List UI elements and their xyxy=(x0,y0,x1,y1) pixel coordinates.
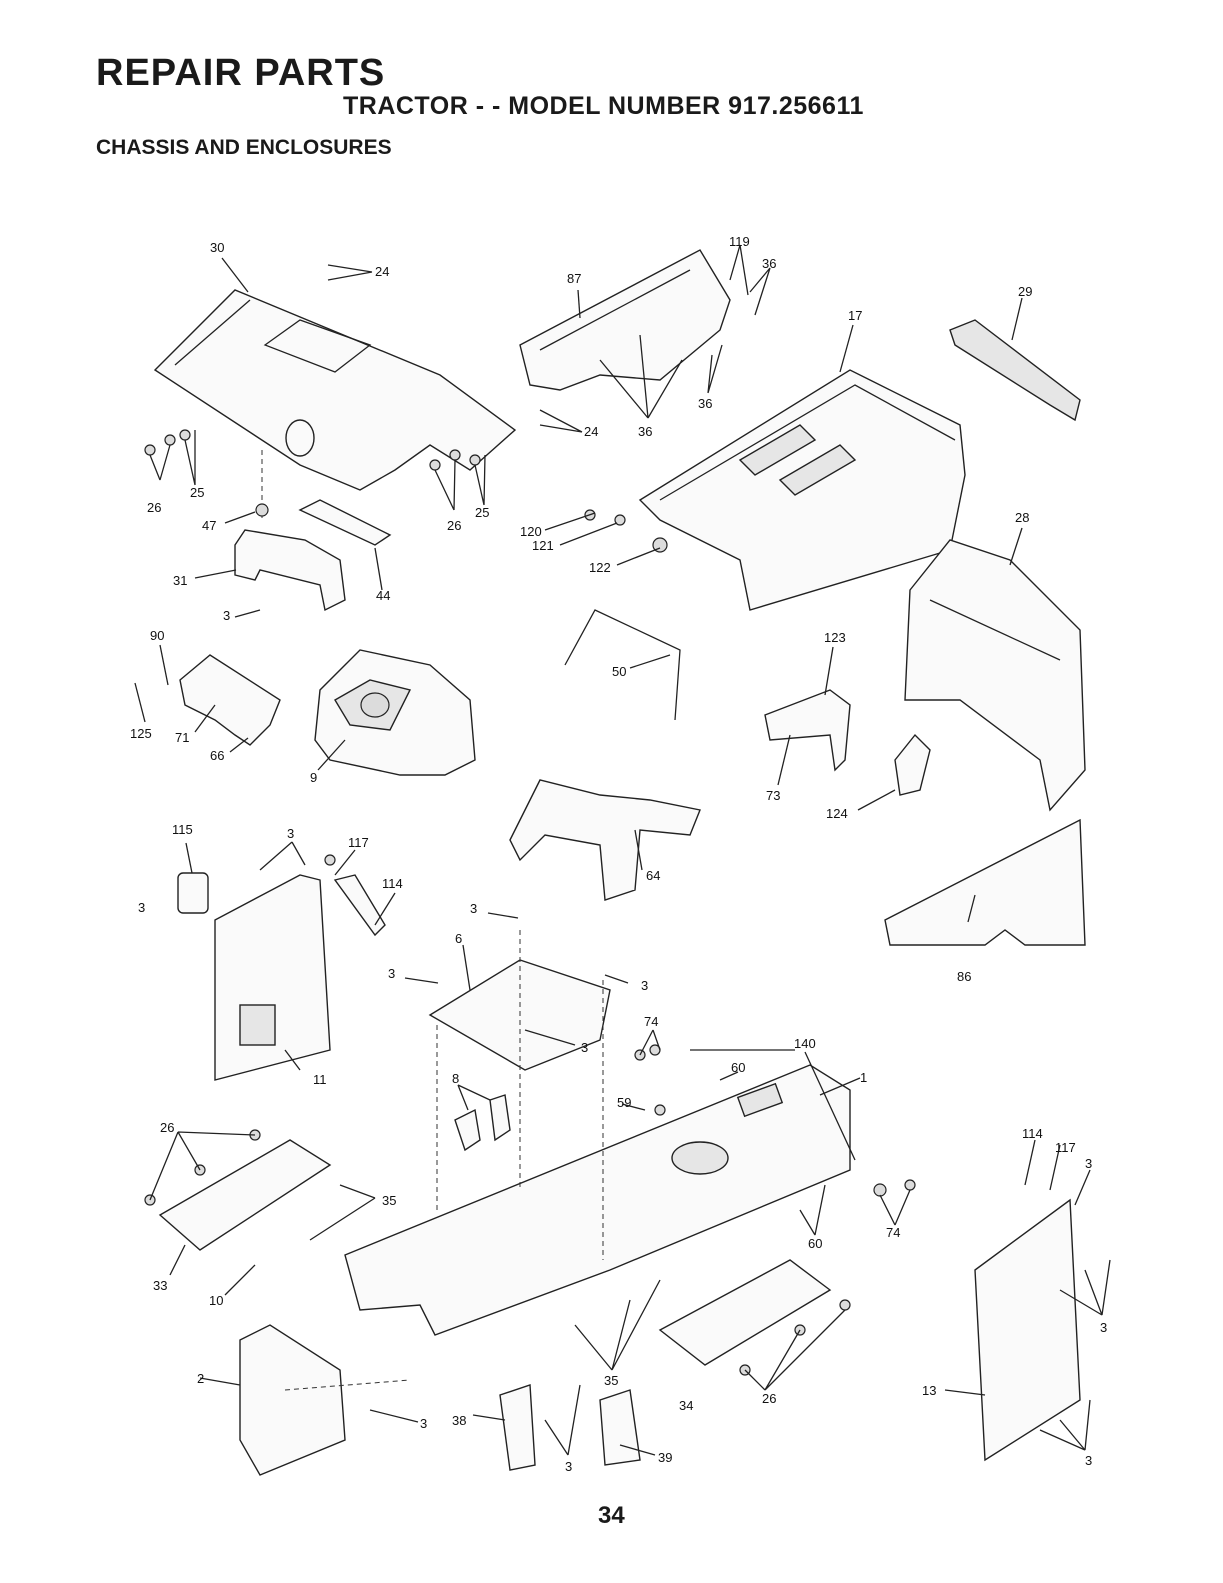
callout-74: 74 xyxy=(644,1014,658,1029)
callout-47: 47 xyxy=(202,518,216,533)
part-grille xyxy=(950,320,1080,420)
callout-3: 3 xyxy=(388,966,395,981)
callout-26: 26 xyxy=(762,1391,776,1406)
part-side-plate-11 xyxy=(215,875,330,1080)
page-number: 34 xyxy=(598,1502,625,1530)
callout-26: 26 xyxy=(147,500,161,515)
callout-2: 2 xyxy=(197,1371,204,1386)
callout-9: 9 xyxy=(310,770,317,785)
callout-26: 26 xyxy=(160,1120,174,1135)
part-bracket-38 xyxy=(500,1385,535,1470)
callout-13: 13 xyxy=(922,1383,936,1398)
part-fender-86 xyxy=(885,820,1085,945)
callout-66: 66 xyxy=(210,748,224,763)
callout-117: 117 xyxy=(348,835,369,850)
callout-90: 90 xyxy=(150,628,164,643)
callout-3: 3 xyxy=(470,901,477,916)
callout-36: 36 xyxy=(698,396,712,411)
callout-44: 44 xyxy=(376,588,390,603)
callout-35: 35 xyxy=(382,1193,396,1208)
callout-114: 114 xyxy=(1022,1126,1043,1141)
callout-50: 50 xyxy=(612,664,626,679)
callout-122: 122 xyxy=(589,560,611,575)
callout-3: 3 xyxy=(287,826,294,841)
callout-3: 3 xyxy=(1100,1320,1107,1335)
callout-74: 74 xyxy=(886,1225,900,1240)
callout-33: 33 xyxy=(153,1278,167,1293)
callout-60: 60 xyxy=(808,1236,822,1251)
callout-6: 6 xyxy=(455,931,462,946)
callout-140: 140 xyxy=(794,1036,816,1051)
callout-25: 25 xyxy=(190,485,204,500)
callout-123: 123 xyxy=(824,630,846,645)
callout-121: 121 xyxy=(532,538,554,553)
callout-3: 3 xyxy=(1085,1156,1092,1171)
callout-29: 29 xyxy=(1018,284,1032,299)
callout-26: 26 xyxy=(447,518,461,533)
part-footrest-33 xyxy=(160,1140,330,1250)
callout-36: 36 xyxy=(638,424,652,439)
callout-60: 60 xyxy=(731,1060,745,1075)
callout-39: 39 xyxy=(658,1450,672,1465)
callout-124: 124 xyxy=(826,806,848,821)
callout-3: 3 xyxy=(420,1416,427,1431)
callout-115: 115 xyxy=(172,822,193,837)
part-front-plate-2 xyxy=(240,1325,345,1475)
part-bracket-114 xyxy=(335,875,385,935)
callout-8: 8 xyxy=(452,1071,459,1086)
part-bracket-31 xyxy=(235,530,345,610)
callout-120: 120 xyxy=(520,524,542,539)
part-side-plate-opening xyxy=(240,1005,275,1045)
callout-3: 3 xyxy=(138,900,145,915)
callout-28: 28 xyxy=(1015,510,1029,525)
callout-73: 73 xyxy=(766,788,780,803)
part-hood xyxy=(640,370,965,610)
part-footrest-34 xyxy=(660,1260,830,1365)
callout-71: 71 xyxy=(175,730,189,745)
part-plate-44 xyxy=(300,500,390,545)
callout-1: 1 xyxy=(860,1070,867,1085)
part-side-panel xyxy=(905,540,1085,810)
callout-59: 59 xyxy=(617,1095,631,1110)
callout-125: 125 xyxy=(130,726,152,741)
part-gasket-115 xyxy=(178,873,208,913)
callout-17: 17 xyxy=(848,308,862,323)
callout-30: 30 xyxy=(210,240,224,255)
part-support-64 xyxy=(510,780,700,900)
callout-3: 3 xyxy=(641,978,648,993)
callout-119: 119 xyxy=(729,234,750,249)
callout-117: 117 xyxy=(1055,1140,1076,1155)
part-bracket-124 xyxy=(895,735,930,795)
callout-11: 11 xyxy=(313,1072,327,1087)
part-dash-cover xyxy=(520,250,730,390)
callout-24: 24 xyxy=(375,264,389,279)
part-bracket-123 xyxy=(765,690,850,770)
part-steering-housing xyxy=(315,650,475,775)
callout-3: 3 xyxy=(565,1459,572,1474)
callout-86: 86 xyxy=(957,969,971,984)
part-dash-panel xyxy=(155,290,515,490)
callout-36: 36 xyxy=(762,256,776,271)
callout-87: 87 xyxy=(567,271,581,286)
callout-38: 38 xyxy=(452,1413,466,1428)
callout-3: 3 xyxy=(581,1040,588,1055)
part-bracket-39 xyxy=(600,1390,640,1465)
callout-3: 3 xyxy=(1085,1453,1092,1468)
callout-24: 24 xyxy=(584,424,598,439)
callout-31: 31 xyxy=(173,573,187,588)
callout-114: 114 xyxy=(382,876,403,891)
callout-34: 34 xyxy=(679,1398,693,1413)
callout-10: 10 xyxy=(209,1293,223,1308)
callout-25: 25 xyxy=(475,505,489,520)
callout-3: 3 xyxy=(223,608,230,623)
callout-64: 64 xyxy=(646,868,660,883)
callout-35: 35 xyxy=(604,1373,618,1388)
part-clip-8 xyxy=(455,1110,480,1150)
part-rear-plate-13 xyxy=(975,1200,1080,1460)
